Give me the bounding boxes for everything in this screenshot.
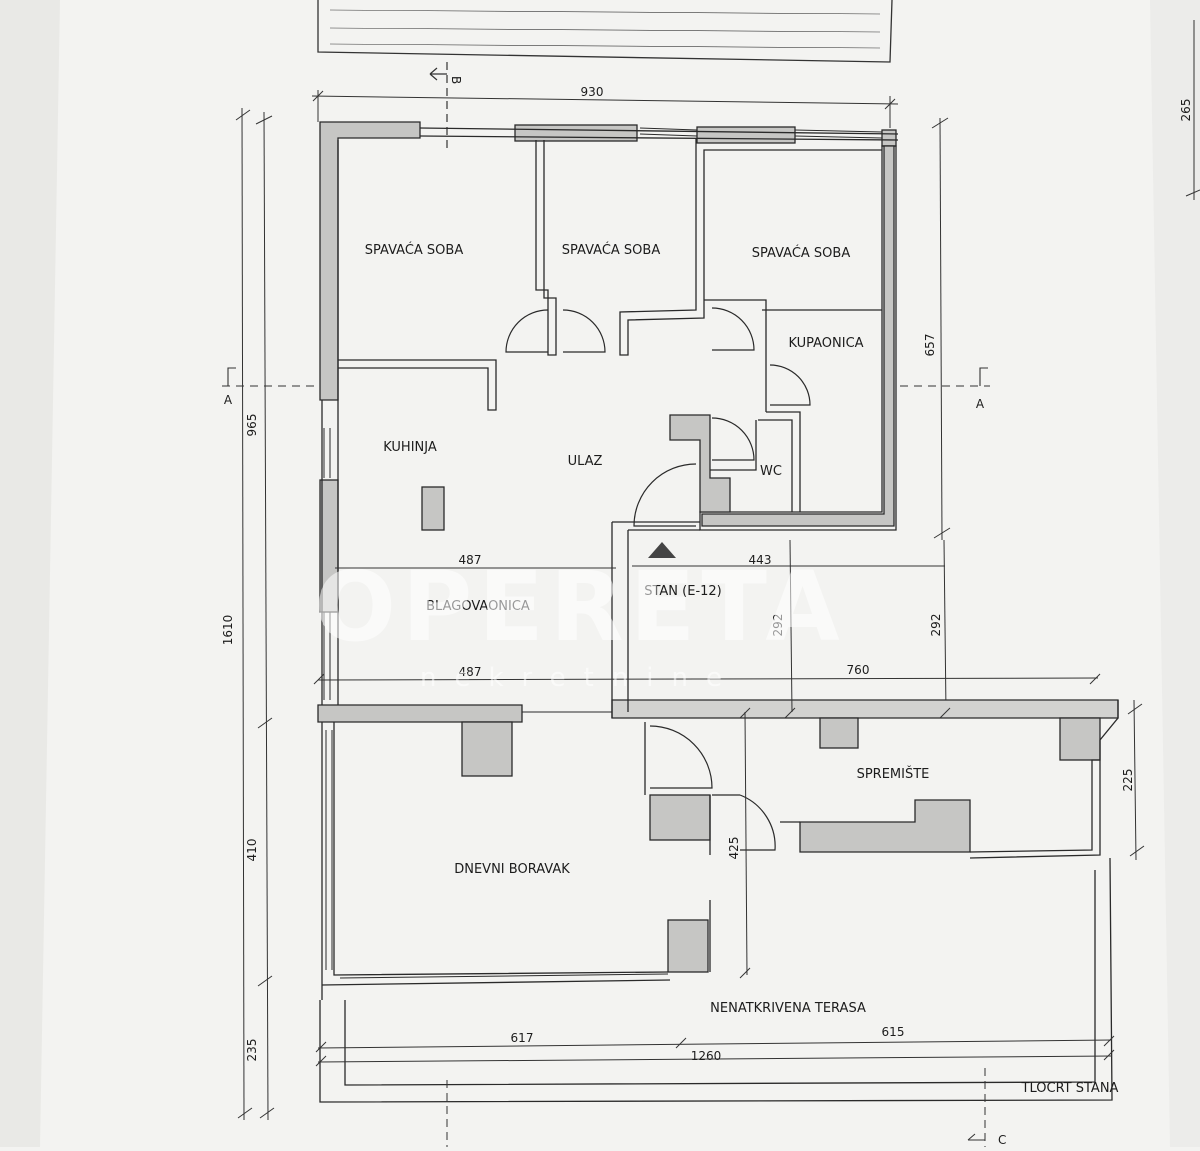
room-wc: WC: [760, 464, 782, 479]
room-apartment-label: STAN (E-12): [644, 584, 722, 599]
room-entrance: ULAZ: [568, 454, 603, 469]
left-dimension-lines: [235, 107, 275, 1121]
dim-left-bottom: 235: [245, 1039, 259, 1062]
dim-top-width: 930: [581, 85, 604, 99]
door-swings: [505, 307, 811, 851]
room-dining: BLAGOVAONICA: [426, 599, 530, 614]
section-marker-a: [222, 367, 990, 387]
dim-right-upper: 657: [923, 334, 937, 357]
right-upper-dimension: [931, 117, 951, 713]
room-terrace: NENATKRIVENA TERASA: [710, 1001, 866, 1016]
section-a-left: A: [224, 393, 233, 407]
dim-right-lower: 225: [1121, 769, 1135, 792]
dim-left-upper: 965: [245, 414, 259, 437]
room-living: DNEVNI BORAVAK: [454, 862, 570, 877]
dim-right-top: 265: [1179, 99, 1193, 122]
dim-bottom-total: 1260: [691, 1049, 722, 1063]
dim-mid-vertical-2: 292: [929, 614, 943, 637]
top-dimension-line: [311, 90, 899, 128]
watermark-logo: OPERETA nekretnine: [314, 551, 845, 693]
room-bathroom: KUPAONICA: [788, 336, 863, 351]
room-kitchen: KUHINJA: [383, 440, 437, 455]
dim-bottom-right: 615: [882, 1025, 905, 1039]
right-top-dimension: [1185, 20, 1200, 200]
section-marker-c: [446, 1068, 986, 1147]
interior-walls: [319, 127, 1119, 1103]
dim-left-total: 1610: [221, 615, 235, 646]
middle-dimension-lines: [313, 539, 1101, 979]
paper-shade-left: [0, 0, 60, 1147]
dim-left-lower: 410: [245, 839, 259, 862]
entrance-marker: [648, 542, 676, 558]
room-bedroom-1: SPAVAĆA SOBA: [365, 242, 464, 258]
bottom-dimension-lines: [315, 1035, 1115, 1067]
dim-mid-right-lower: 760: [847, 663, 870, 677]
dim-mid-left-lower: 487: [459, 665, 482, 679]
section-a-right: A: [976, 397, 985, 411]
plan-title: TLOCRT STANA: [1021, 1081, 1119, 1096]
section-b-label: B: [449, 76, 463, 84]
section-c-label: C: [998, 1133, 1006, 1147]
section-marker-b: [429, 62, 448, 148]
watermark-brand: OPERETA: [314, 551, 845, 663]
room-bedroom-3: SPAVAĆA SOBA: [752, 245, 851, 261]
windows: [323, 127, 883, 979]
dim-stair-vertical: 425: [727, 837, 741, 860]
room-bedroom-2: SPAVAĆA SOBA: [562, 242, 661, 258]
watermark-sub: nekretnine: [420, 663, 740, 693]
dim-bottom-left: 617: [511, 1031, 534, 1045]
dim-mid-right-upper: 443: [749, 553, 772, 567]
right-lower-dimension: [1127, 699, 1145, 861]
room-storage: SPREMIŠTE: [857, 766, 930, 782]
dim-mid-left-upper: 487: [459, 553, 482, 567]
paper-shade-right: [1150, 0, 1200, 1147]
upper-sheet-block: [317, 0, 893, 63]
dim-mid-vertical-1: 292: [771, 614, 785, 637]
